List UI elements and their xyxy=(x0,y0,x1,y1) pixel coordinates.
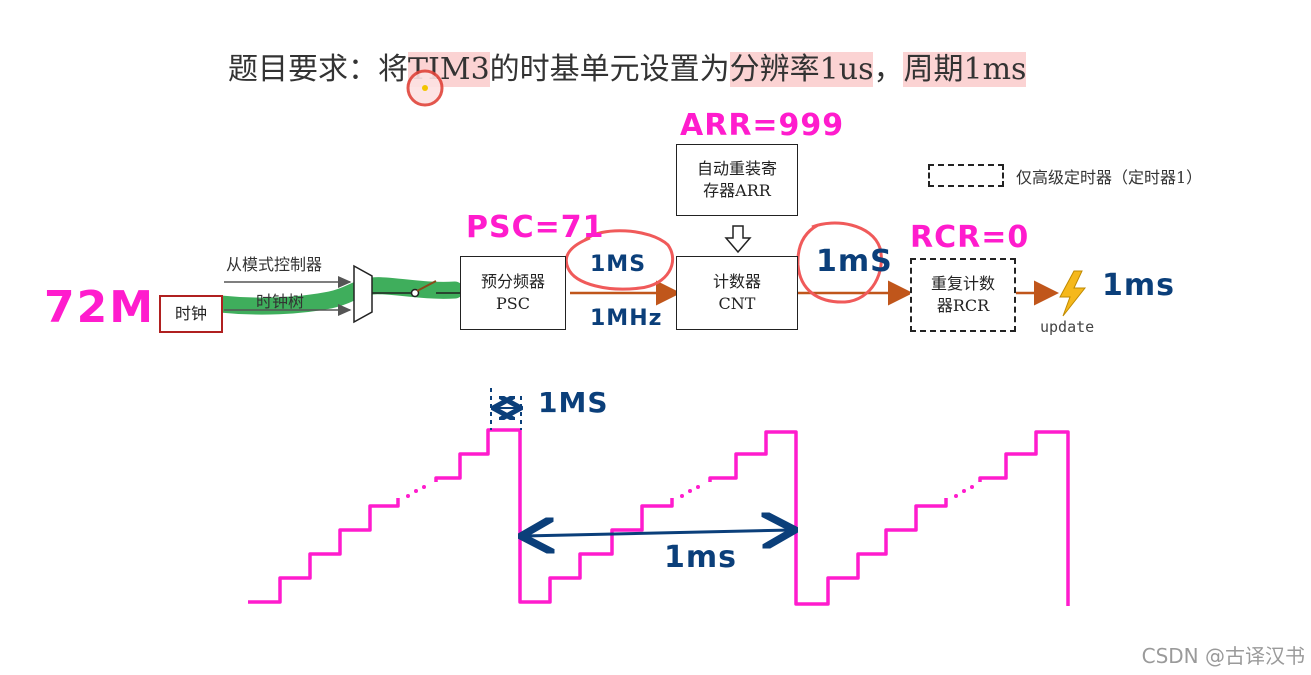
arr-label-line1: 自动重装寄 xyxy=(696,159,777,178)
title-period: 周期1ms xyxy=(903,52,1027,87)
cnt-out-annotation: 1mS xyxy=(816,244,893,279)
title-resolution: 分辨率1us xyxy=(729,52,874,87)
prescaler-label: 预分频器 xyxy=(480,272,545,291)
cnt-out-circle xyxy=(796,221,883,304)
arr-label-line2: 存器ARR xyxy=(703,181,771,200)
update-label: update xyxy=(1040,318,1095,336)
update-bolt-icon xyxy=(1059,270,1087,317)
psc-value-annotation: PSC=71 xyxy=(466,210,605,245)
clock-block: 时钟 xyxy=(159,295,223,333)
arr-to-cnt-arrow xyxy=(724,225,752,254)
counter-label: 计数器 xyxy=(712,272,761,291)
sawtooth-waveform xyxy=(248,428,1070,606)
title-prefix: 题目要求：将 xyxy=(228,52,408,87)
arr-value-annotation: ARR=999 xyxy=(680,108,845,143)
rcr-value-annotation: RCR=0 xyxy=(910,220,1030,255)
step-width-annotation: 1MS xyxy=(538,386,609,419)
clock-tree-highlight xyxy=(211,277,464,315)
input-freq-annotation: 72M xyxy=(44,282,156,333)
tick-freq-annotation: 1MHz xyxy=(590,306,663,331)
clock-mux xyxy=(353,264,373,324)
prescaler-reg: PSC xyxy=(496,294,530,313)
rcr-label-line2: 器RCR xyxy=(936,296,990,315)
tick-circle xyxy=(564,229,675,291)
prescaler-block: 预分频器 PSC xyxy=(460,256,572,336)
step-width-marker xyxy=(490,388,521,430)
rcr-block: 重复计数 器RCR xyxy=(910,258,1021,337)
legend-dashed-box xyxy=(928,164,1004,187)
watermark: CSDN @古译汉书 xyxy=(1141,644,1305,668)
legend-text: 仅高级定时器（定时器1） xyxy=(1016,168,1203,187)
tick-period-annotation: 1MS xyxy=(590,252,647,277)
counter-reg: CNT xyxy=(718,294,756,313)
clock-label: 时钟 xyxy=(174,304,207,323)
slave-mode-label: 从模式控制器 xyxy=(226,255,323,274)
update-period-annotation: 1ms xyxy=(1102,268,1175,303)
arr-block: 自动重装寄 存器ARR xyxy=(676,144,804,222)
waveform-dots xyxy=(406,485,974,498)
period-arrow xyxy=(524,530,792,536)
counter-block: 计数器 CNT xyxy=(676,256,804,336)
clock-switch xyxy=(416,280,437,292)
sawtooth-period-annotation: 1ms xyxy=(664,540,737,575)
clock-tree-label: 时钟树 xyxy=(256,292,305,311)
title-mid: 的时基单元设置为 xyxy=(489,52,730,87)
page-title: 题目要求：将TIM3的时基单元设置为分辨率1us，周期1ms xyxy=(228,44,1027,88)
title-comma: ， xyxy=(873,52,904,87)
title-tim: TIM3 xyxy=(408,52,490,87)
rcr-label-line1: 重复计数 xyxy=(930,274,995,293)
